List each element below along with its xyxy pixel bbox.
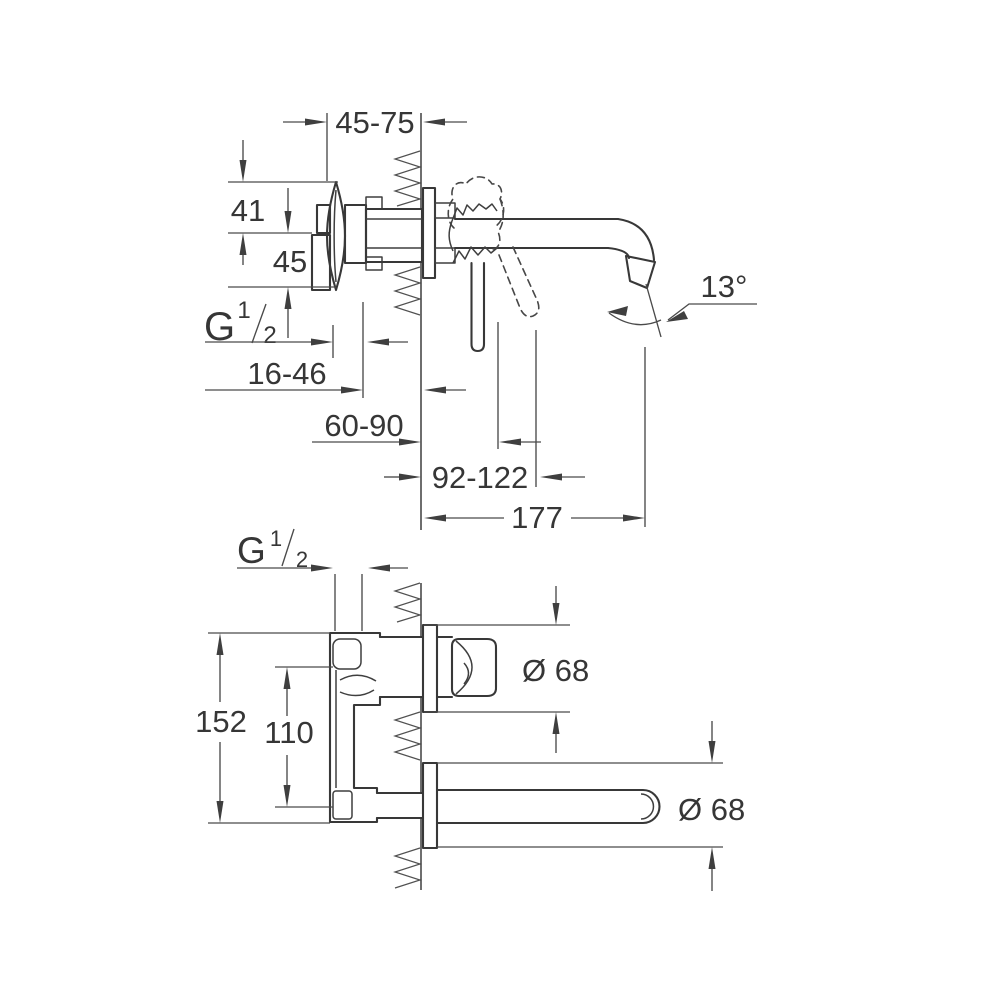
wall-pipe bbox=[364, 207, 424, 264]
union-block bbox=[343, 203, 368, 265]
mixer-housing-sketch bbox=[447, 176, 540, 353]
wall-plate-front bbox=[421, 186, 437, 280]
dim-spout-escutcheon-diameter: Ø 68 bbox=[437, 721, 745, 891]
dim-label-45: 45 bbox=[273, 244, 307, 279]
rear-stub-upper bbox=[315, 203, 332, 235]
spout-plan bbox=[375, 788, 661, 825]
dim-thread-front: G 1 2 bbox=[204, 297, 408, 358]
thread-numerator-plan: 1 bbox=[270, 526, 282, 551]
dim-label-92-122: 92-122 bbox=[432, 460, 529, 495]
handle-body-dashed bbox=[447, 176, 505, 229]
plan-view: G 1 2 152 1 bbox=[195, 526, 745, 891]
dim-lever-reach: 92-122 bbox=[384, 330, 585, 495]
dim-thread-plan: G 1 2 bbox=[237, 526, 408, 631]
handle-plan bbox=[378, 635, 498, 699]
union-tab-top bbox=[365, 196, 383, 210]
handle-escutcheon-plate bbox=[421, 623, 439, 714]
dim-wall-depth: 45-75 bbox=[283, 105, 467, 181]
thread-numerator: 1 bbox=[237, 297, 250, 324]
dim-label-60-90: 60-90 bbox=[324, 408, 403, 443]
thread-denominator-plan: 2 bbox=[296, 547, 308, 572]
handle-knob bbox=[450, 637, 498, 698]
thread-fraction-slash-plan bbox=[281, 528, 295, 567]
dim-label-wall-depth: 45-75 bbox=[335, 105, 414, 140]
rough-in-body-plan bbox=[328, 631, 382, 824]
spout-bar bbox=[435, 788, 661, 825]
lever-down-position bbox=[470, 261, 486, 353]
dim-wall-to-lever: 60-90 bbox=[312, 322, 541, 449]
spout-outlet bbox=[624, 254, 657, 290]
front-view: 45-75 41 45 G 1 2 bbox=[204, 105, 757, 535]
dim-label-68b: Ø 68 bbox=[678, 792, 745, 827]
dim-concealed-depth: 16-46 bbox=[205, 302, 466, 398]
dim-label-13deg: 13° bbox=[701, 269, 748, 304]
dim-spout-angle: 13° bbox=[607, 269, 757, 326]
wall-hatch-plan bbox=[393, 582, 423, 889]
thread-denominator: 2 bbox=[263, 322, 276, 349]
dim-spout-projection: 177 bbox=[424, 347, 646, 535]
front-stub-lower bbox=[434, 247, 456, 264]
dim-overall-height: 152 bbox=[195, 632, 330, 824]
thread-fraction-slash bbox=[251, 303, 267, 344]
dim-label-68a: Ø 68 bbox=[522, 653, 589, 688]
inlet-socket bbox=[332, 638, 362, 670]
union-tab-bottom bbox=[365, 256, 383, 271]
dim-center-distance: 110 bbox=[264, 666, 333, 808]
front-stub-upper bbox=[434, 202, 456, 219]
dim-label-110: 110 bbox=[264, 715, 313, 750]
dim-label-41: 41 bbox=[231, 193, 265, 228]
spout-escutcheon-plate bbox=[421, 761, 439, 850]
wall-hatch-front bbox=[393, 150, 423, 316]
spout bbox=[453, 217, 662, 338]
outlet-socket bbox=[332, 790, 353, 820]
dim-label-152: 152 bbox=[195, 704, 247, 739]
dim-handle-escutcheon-diameter: Ø 68 bbox=[424, 586, 589, 753]
dim-label-16-46: 16-46 bbox=[247, 356, 326, 391]
rear-stub-lower bbox=[310, 233, 332, 292]
lever-raised-position-dashed bbox=[498, 246, 540, 318]
spout-axis-line bbox=[645, 283, 662, 338]
dim-heights: 41 45 bbox=[228, 140, 338, 338]
concealed-body bbox=[310, 180, 424, 292]
thread-prefix-plan: G bbox=[237, 530, 266, 571]
dim-label-177: 177 bbox=[511, 500, 563, 535]
